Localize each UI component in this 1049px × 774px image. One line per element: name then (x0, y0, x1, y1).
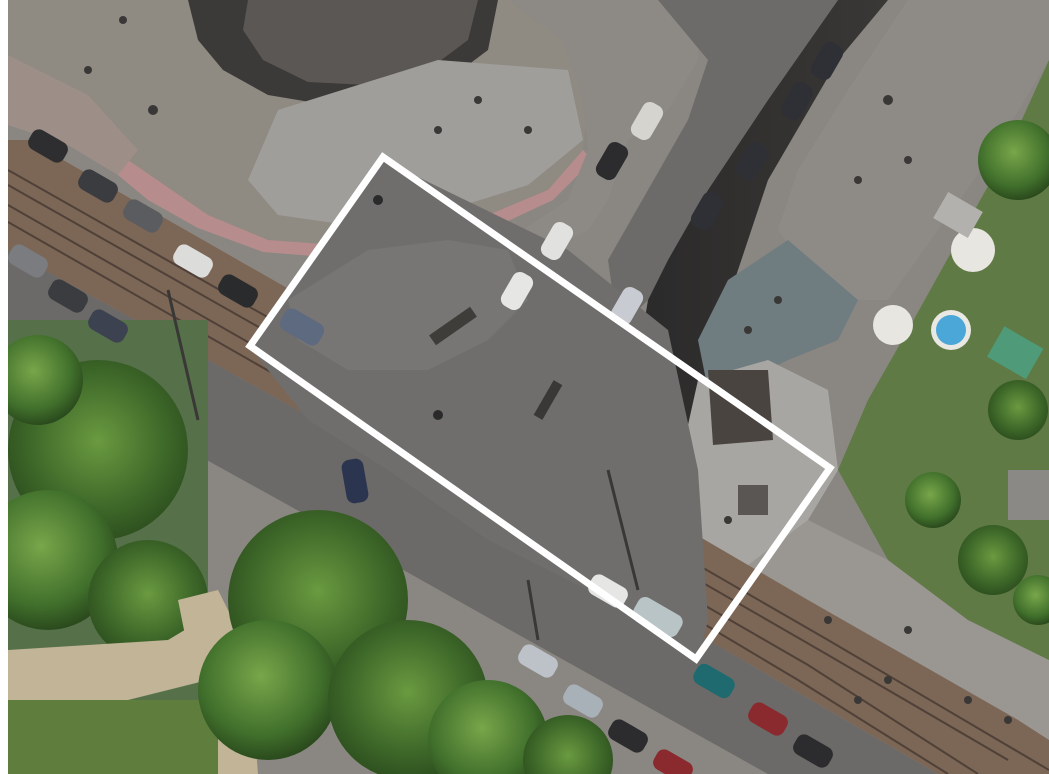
parked-cars (8, 41, 844, 774)
satellite-map[interactable] (8, 0, 1049, 774)
top-road (508, 0, 698, 250)
selection-outline[interactable] (245, 152, 835, 664)
aerial-imagery (8, 0, 1049, 774)
trees-bottom (198, 510, 613, 774)
gardens (838, 60, 1049, 660)
roof-vents (84, 16, 1012, 724)
trees-left (8, 320, 258, 774)
plaza-details (166, 195, 768, 641)
